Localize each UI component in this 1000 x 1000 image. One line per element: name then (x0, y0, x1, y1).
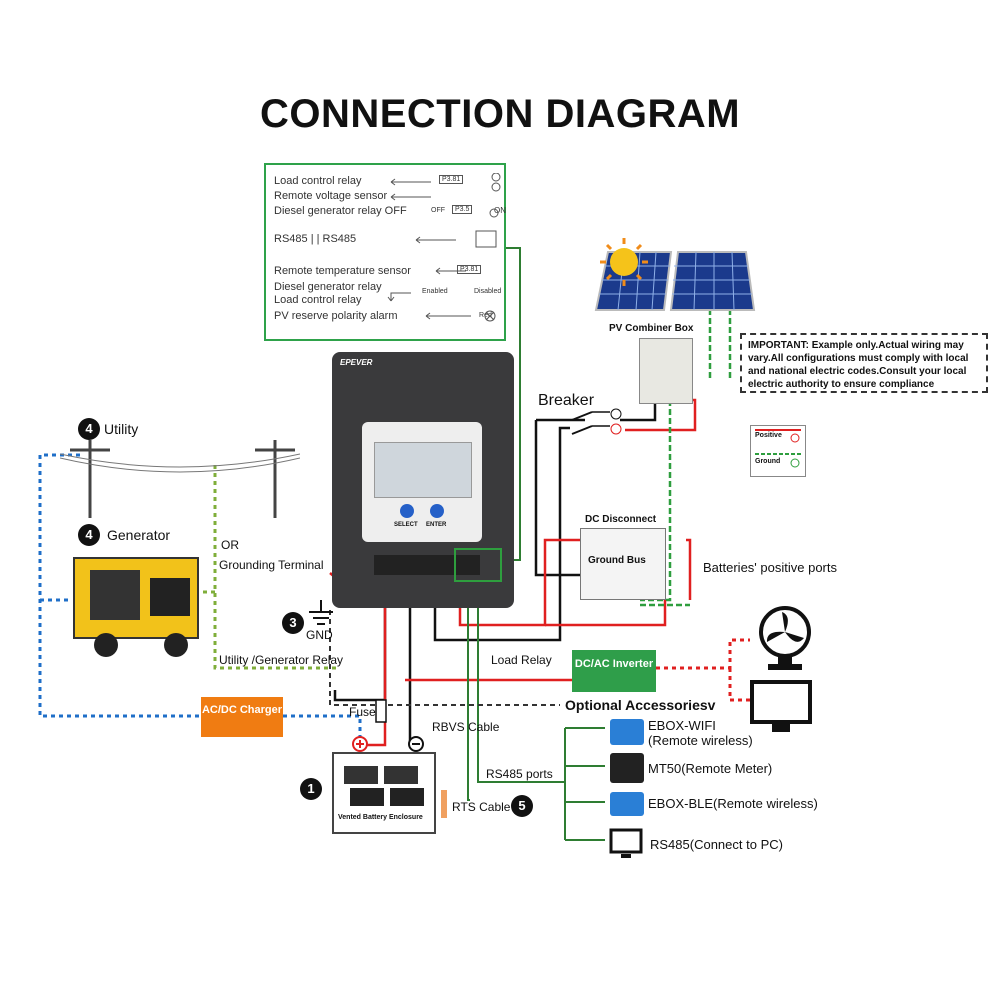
rs485-ports-label: RS485 ports (486, 767, 553, 781)
rbvs-cable-label: RBVS Cable (432, 720, 500, 734)
enter-label: ENTER (426, 522, 447, 528)
rts-sensor (441, 790, 447, 818)
pv-combiner-box-label: PV Combiner Box (609, 323, 694, 334)
black-wires (333, 400, 657, 742)
ground-bus-label: Ground Bus (588, 555, 646, 566)
communication-ports (454, 548, 502, 582)
ebox-wifi-icon (610, 719, 644, 745)
ref-arrows (387, 173, 501, 322)
ac-dc-charger: AC/DC Charger (201, 697, 283, 737)
breaker-switch-icon (571, 408, 622, 435)
ref-row-remote-voltage-sensor: Remote voltage sensor (274, 190, 388, 202)
grounding-wires (329, 610, 560, 706)
ref-row-load-control-relay-2: Load control relay Enabled Disabled (274, 288, 502, 306)
ground-wires (640, 300, 732, 607)
battery-terminals (352, 736, 424, 752)
accessory-ebox-ble-name: EBOX-BLE(Remote wireless) (648, 796, 818, 811)
ground-symbol-icon (309, 600, 333, 625)
solar-charge-controller: EPEVER SELECT ENTER (332, 352, 514, 608)
load-wiring (656, 638, 750, 702)
dc-ac-inverter: DC/AC Inverter (572, 650, 656, 692)
solar-panels (594, 238, 756, 311)
rts-cable-label: RTS Cable (452, 800, 511, 814)
utility-generator-relay-label: Utility /Generator Relay (219, 653, 344, 667)
select-button[interactable] (400, 504, 414, 518)
accessory-rs485-pc-name: RS485(Connect to PC) (650, 837, 783, 852)
mt50-meter-icon (610, 753, 644, 783)
dc-disconnect-box (580, 528, 666, 600)
accessory-mt50-name: MT50(Remote Meter) (648, 761, 773, 776)
or-label: OR (221, 538, 239, 552)
tv-icon (750, 680, 812, 732)
legend-ground-label: Ground (755, 458, 781, 465)
pc-icon (609, 828, 643, 858)
legend-positive-label: Positive (755, 432, 782, 439)
ref-row-load-control-relay: Load control relay P3.81 (274, 175, 464, 187)
lcd-display (374, 442, 472, 498)
fan-icon (759, 606, 811, 670)
batteries-positive-ports-label: Batteries' positive ports (703, 560, 837, 575)
fuse-icon (375, 699, 387, 723)
badge-battery: 1 (300, 778, 322, 800)
rs485-wires (467, 247, 605, 841)
load-relay-label: Load Relay (491, 653, 552, 667)
generator-label: Generator (107, 527, 171, 543)
utility-pole-icon (60, 440, 300, 518)
badge-generator: 4 (78, 524, 100, 546)
badge-rts: 5 (511, 795, 533, 817)
dc-disconnect-label: DC Disconnect (585, 514, 657, 525)
wire-legend: Positive Ground (750, 425, 806, 477)
ref-row-rs485: RS485 | | RS485 (274, 233, 357, 245)
enter-button[interactable] (430, 504, 444, 518)
sun-icon (610, 248, 638, 276)
brand-logo: EPEVER (340, 358, 373, 367)
page-title: CONNECTION DIAGRAM (259, 92, 741, 136)
ebox-ble-icon (610, 792, 644, 816)
terminal-block (374, 555, 480, 575)
ref-row-remote-temperature-sensor: Remote temperature sensor P3.81 (274, 265, 482, 277)
ref-row-diesel-generator-relay: Diesel generator relay (274, 281, 382, 293)
accessory-ebox-wifi-note: (Remote wireless) (648, 733, 753, 748)
accessory-ebox-wifi-name: EBOX-WIFI (648, 718, 716, 733)
optional-accessories-heading: Optional Accessoriesv (565, 697, 716, 713)
utility-label: Utility (104, 421, 139, 437)
pv-combiner-box (639, 338, 693, 404)
legend-swatches (755, 429, 801, 468)
vented-battery-enclosure: Vented Battery Enclosure (332, 752, 436, 834)
terminal-reference-panel: Load control relay P3.81 Remote voltage … (264, 163, 506, 341)
generator-icon (73, 557, 199, 657)
ref-row-pv-reserve-polarity-alarm: PV reserve polarity alarm Red (274, 310, 492, 322)
important-note: IMPORTANT: Example only.Actual wiring ma… (740, 333, 988, 393)
battery-bank-icon (344, 766, 424, 806)
select-label: SELECT (394, 522, 418, 528)
relay-wiring (200, 465, 340, 670)
breaker-label: Breaker (538, 392, 595, 409)
badge-ground: 3 (282, 612, 304, 634)
ref-row-diesel-generator-off: Diesel generator relay OFF OFF P3.5 ON (274, 205, 506, 217)
battery-enclosure-label: Vented Battery Enclosure (338, 814, 423, 821)
badge-utility: 4 (78, 418, 100, 440)
fuse-label: Fuse (349, 705, 376, 719)
gnd-label: GND (306, 628, 333, 642)
grounding-terminal-label: Grounding Terminal (219, 558, 324, 572)
